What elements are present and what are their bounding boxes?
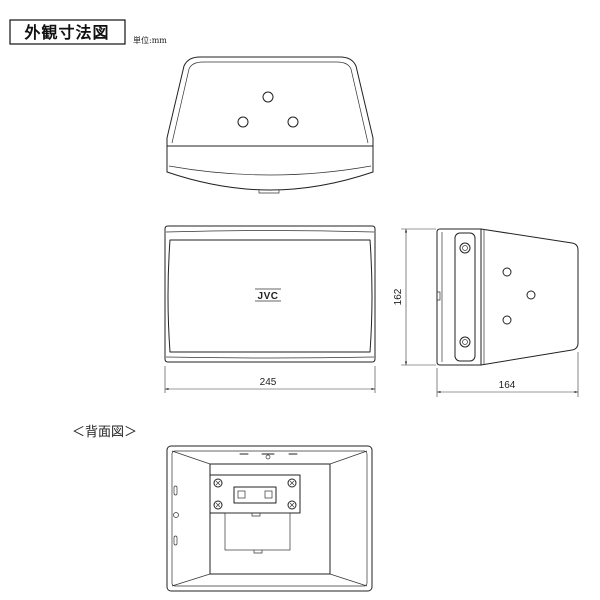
front-top-trim bbox=[165, 230, 375, 233]
bracket-outline bbox=[436, 228, 482, 366]
terminal-screw-cross-bl bbox=[215, 502, 221, 508]
back-diagonal-top-left bbox=[171, 450, 211, 465]
top-mount-hole-right bbox=[287, 116, 299, 128]
terminal-screw-cross-tr bbox=[289, 480, 295, 486]
terminal-screw-cross-tl bbox=[215, 480, 221, 486]
back-lower-cover bbox=[224, 512, 291, 551]
top-view-inner-edge bbox=[171, 61, 369, 144]
top-view-bezel-curve bbox=[168, 165, 372, 176]
top-mount-hole-left bbox=[237, 116, 249, 128]
back-view-outline bbox=[166, 445, 373, 592]
back-view bbox=[166, 445, 373, 592]
top-view-front-tab bbox=[258, 190, 280, 194]
terminal-plate-tab bbox=[251, 513, 261, 517]
logo-text: JVC bbox=[258, 291, 279, 302]
drawing-header: 外観寸法図 単位:mm bbox=[9, 19, 167, 45]
bracket-arm bbox=[454, 232, 476, 362]
top-view bbox=[166, 56, 374, 194]
depth-dimension: 164 bbox=[436, 352, 579, 397]
page-title: 外観寸法図 bbox=[23, 23, 109, 42]
bracket-side-mark bbox=[437, 291, 441, 301]
back-diagonal-bottom-left bbox=[171, 573, 211, 587]
jvc-logo: JVC bbox=[255, 288, 281, 302]
side-body-outline bbox=[480, 228, 579, 366]
back-diagonal-bottom-right bbox=[329, 573, 368, 587]
front-view: JVC bbox=[164, 225, 376, 363]
width-dimension: 245 bbox=[164, 366, 376, 393]
terminal-block bbox=[233, 486, 277, 504]
back-lower-cover-notch bbox=[253, 550, 263, 554]
back-side-slot-lower bbox=[173, 535, 178, 546]
top-view-outline bbox=[166, 56, 374, 191]
terminal-plate bbox=[209, 474, 301, 517]
back-recessed-panel bbox=[209, 463, 331, 575]
bracket-screw-bottom bbox=[459, 336, 471, 348]
terminal-screw-bottom-left bbox=[213, 500, 223, 510]
back-top-hole bbox=[265, 454, 271, 460]
height-value: 162 bbox=[393, 288, 404, 305]
back-side-hole bbox=[173, 512, 179, 518]
terminal-screw-bottom-right bbox=[287, 500, 297, 510]
width-value: 245 bbox=[260, 377, 277, 388]
terminal-screw-top-left bbox=[213, 478, 223, 488]
terminal-screw-top-right bbox=[287, 478, 297, 488]
back-view-label: ＜背面図＞ bbox=[72, 425, 137, 440]
back-side-slot-upper bbox=[173, 485, 178, 496]
top-mount-hole-upper bbox=[262, 91, 274, 103]
side-view bbox=[436, 228, 579, 366]
depth-value: 164 bbox=[499, 380, 516, 391]
bracket-screw-bottom-inner bbox=[462, 339, 468, 345]
front-bottom-trim bbox=[165, 356, 375, 359]
title-box bbox=[9, 19, 126, 45]
unit-label: 単位:mm bbox=[133, 35, 167, 45]
side-mount-hole-upper bbox=[502, 267, 512, 277]
back-view-rim bbox=[171, 450, 368, 587]
terminal-plate-outline bbox=[209, 474, 301, 514]
terminal-screw-cross-br bbox=[289, 502, 295, 508]
bracket-screw-top bbox=[459, 242, 471, 254]
height-dimension: 162 bbox=[393, 228, 436, 366]
side-mount-hole-middle bbox=[526, 290, 536, 300]
side-mount-hole-lower bbox=[502, 315, 512, 325]
front-grille-body bbox=[167, 239, 373, 353]
front-view-outline bbox=[164, 225, 376, 363]
terminal-left bbox=[237, 490, 246, 499]
terminal-right bbox=[264, 490, 273, 499]
bracket-screw-top-inner bbox=[462, 245, 468, 251]
back-diagonal-top-right bbox=[329, 450, 368, 465]
